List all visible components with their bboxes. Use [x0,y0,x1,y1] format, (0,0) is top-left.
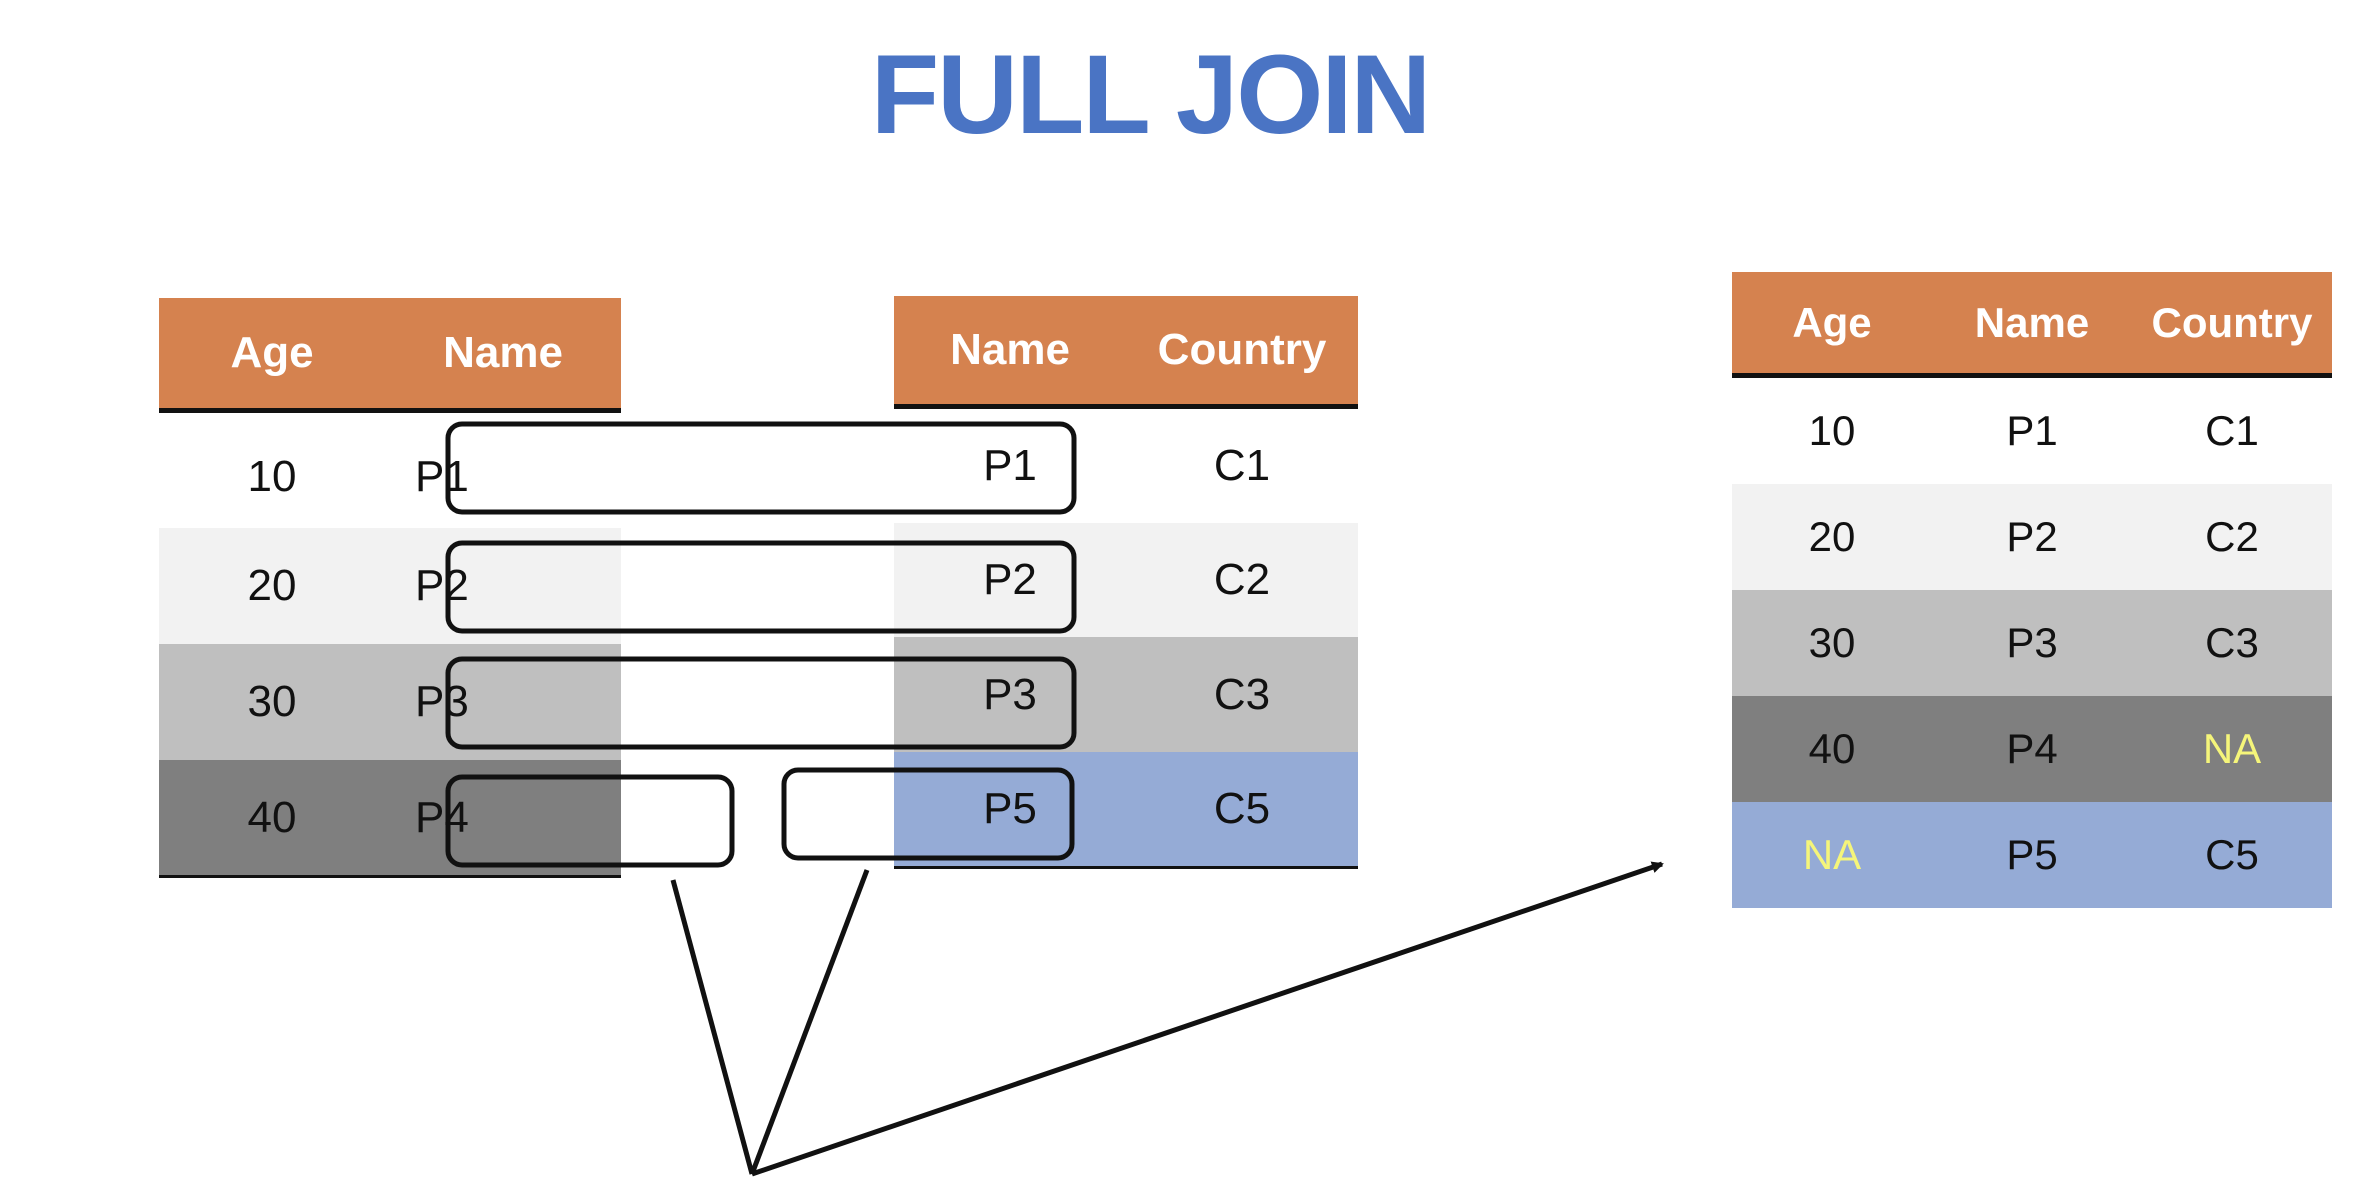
result-row-2: 20 P2 C2 [1732,484,2332,590]
result-cell-country: C1 [2205,407,2259,454]
left-header-name: Name [443,328,563,377]
result-cell-country: C2 [2205,513,2259,560]
diagram-title: FULL JOIN [870,32,1432,157]
left-cell-age: 20 [247,561,297,610]
result-row-5: NA P5 C5 [1732,802,2332,908]
right-row-3: P3 C3 [894,637,1358,752]
result-cell-name: P4 [2006,725,2058,772]
result-table-header: Age Name Country [1732,272,2332,378]
result-cell-country: C5 [2205,831,2259,878]
result-cell-country-na: NA [2202,725,2262,772]
right-table: Name Country P1 C1 P2 C2 P3 C3 P5 C5 [894,296,1358,872]
right-header-name: Name [950,325,1070,374]
left-cell-age: 10 [247,451,297,501]
result-table: Age Name Country 10 P1 C1 20 P2 C2 30 P3… [1732,272,2332,908]
left-row-3: 30 P3 [159,644,621,760]
left-cell-age: 30 [247,677,297,726]
result-row-3: 30 P3 C3 [1732,590,2332,696]
left-table-header: Age Name [159,298,621,413]
left-header-age: Age [230,328,314,377]
pointer-line-p4 [670,879,755,1175]
match-box-p2 [445,540,1077,634]
result-cell-age: 30 [1808,619,1856,666]
pointer-line-p5 [749,869,870,1175]
result-cell-age-na: NA [1802,831,1862,878]
right-cell-country: C2 [1213,555,1271,604]
result-cell-name: P3 [2006,619,2058,666]
match-box-p3 [445,656,1077,750]
left-row-4: 40 P4 [159,760,621,875]
right-cell-name: P1 [983,441,1037,490]
unmatched-box-p4 [445,774,735,868]
right-cell-country: C3 [1213,669,1271,719]
right-row-1: P1 C1 [894,409,1358,523]
result-header-name: Name [1974,298,2090,346]
left-cell-name: P2 [415,561,469,610]
result-cell-age: 20 [1808,513,1856,560]
left-cell-name: P4 [415,792,469,842]
result-cell-name: P5 [2006,831,2058,878]
right-table-header: Name Country [894,296,1358,409]
result-arrow [751,861,1664,1177]
right-cell-country: C1 [1213,441,1271,490]
right-header-country: Country [1157,325,1327,374]
result-cell-country: C3 [2205,619,2259,666]
unmatched-box-p5 [781,767,1075,861]
right-table-bottom-border [894,866,1358,869]
result-cell-name: P2 [2006,513,2058,560]
result-cell-age: 40 [1808,725,1856,772]
match-box-p1 [445,421,1077,515]
right-cell-name: P2 [983,555,1037,604]
result-row-4: 40 P4 NA [1732,696,2332,802]
result-row-1: 10 P1 C1 [1732,378,2332,484]
left-cell-name: P1 [415,451,469,501]
left-row-2: 20 P2 [159,528,621,644]
right-cell-country: C5 [1213,784,1271,833]
result-cell-age: 10 [1808,407,1856,454]
left-table-bottom-border [159,875,621,878]
right-cell-name: P3 [983,669,1037,719]
left-table: Age Name 10 P1 20 P2 30 P3 40 P4 [159,298,621,878]
result-cell-name: P1 [2006,407,2058,454]
right-cell-name: P5 [983,784,1037,833]
result-header-country: Country [2151,298,2313,346]
result-header-age: Age [1792,298,1872,346]
left-cell-age: 40 [247,792,297,842]
left-row-1: 10 P1 [159,413,621,528]
left-cell-name: P3 [415,677,469,726]
